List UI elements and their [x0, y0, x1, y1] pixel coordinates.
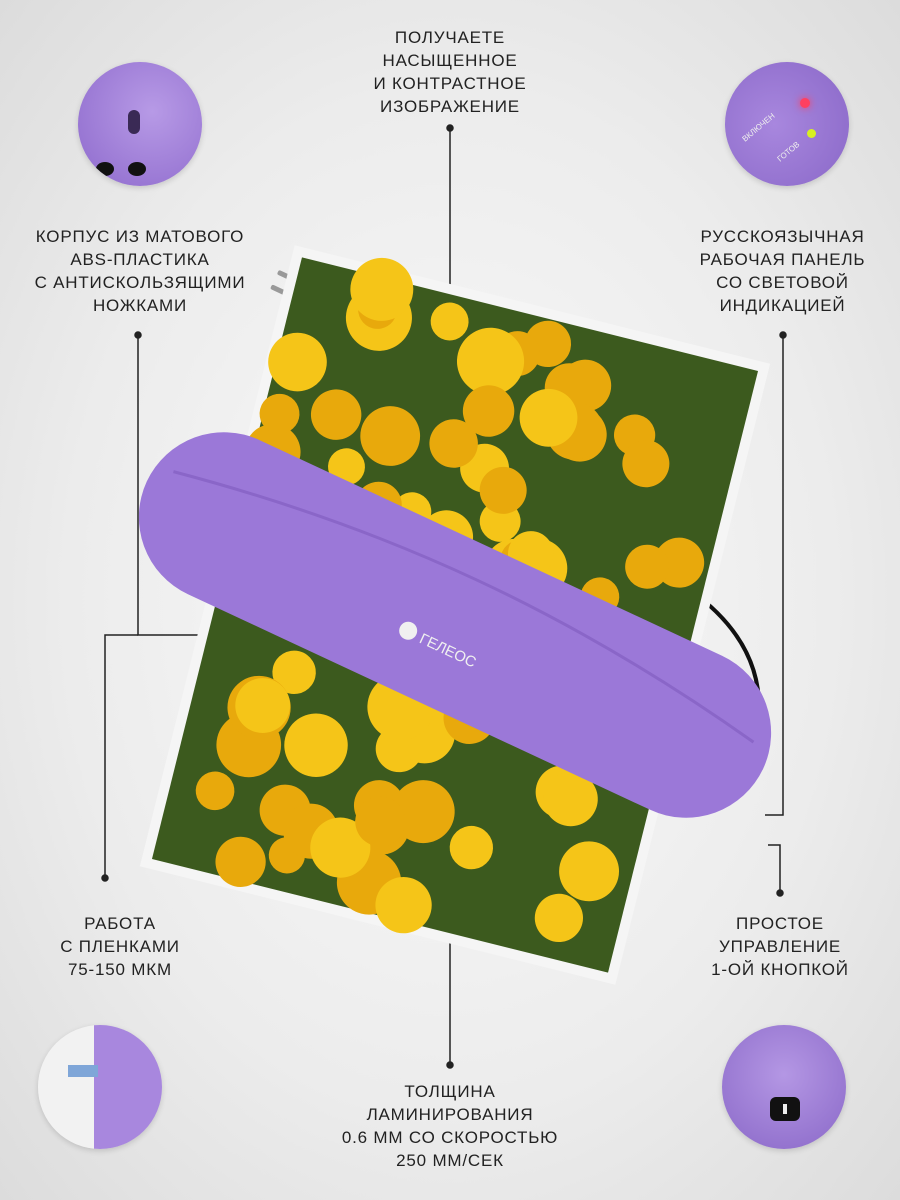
flower — [559, 841, 620, 902]
flower — [449, 825, 494, 870]
flower — [310, 389, 362, 440]
indicator-ready-label: ГОТОВ — [776, 140, 802, 164]
flower — [391, 780, 455, 844]
flower — [328, 448, 365, 486]
flower — [310, 817, 371, 878]
power-button-icon — [770, 1097, 800, 1121]
flower — [430, 302, 469, 341]
flower — [268, 332, 327, 392]
flower — [284, 713, 348, 777]
indicator-on-label: ВКЛЮЧЕН — [741, 111, 777, 143]
flower — [429, 419, 478, 468]
flower — [625, 544, 670, 589]
laminator-body: ГЕЛЕОС — [138, 432, 772, 818]
flower — [456, 327, 525, 395]
flower — [519, 388, 578, 447]
flower — [375, 876, 432, 934]
flower — [350, 257, 414, 321]
flower — [272, 650, 316, 695]
flower — [195, 771, 235, 811]
feature-thumb-film — [38, 1025, 162, 1149]
feature-thumb-button — [722, 1025, 846, 1149]
flower — [355, 796, 406, 847]
feature-thumb-panel: ВКЛЮЧЕН ГОТОВ — [725, 62, 849, 186]
flower — [479, 466, 527, 514]
flower — [259, 393, 300, 434]
feature-thumb-feet — [78, 62, 202, 186]
flower — [360, 406, 421, 466]
flower — [543, 771, 598, 827]
flower — [235, 678, 291, 733]
flower — [215, 836, 266, 887]
flower — [462, 385, 515, 437]
brand-logo-icon — [399, 621, 418, 640]
flower — [534, 893, 584, 943]
flower — [622, 440, 670, 488]
